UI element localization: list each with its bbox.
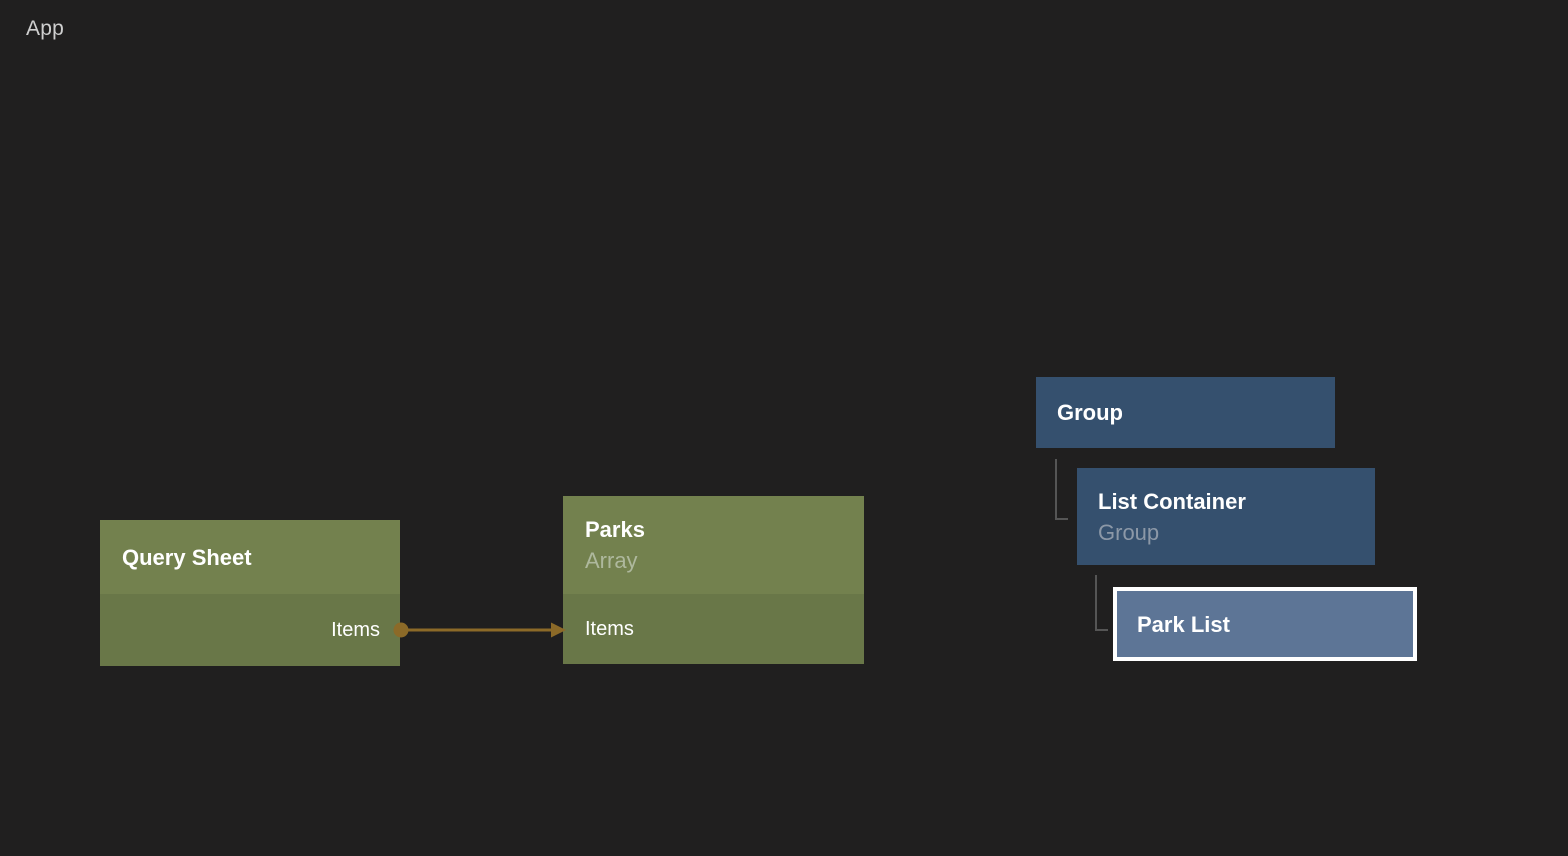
port-label: Items: [585, 617, 634, 640]
node-title: Parks: [585, 517, 645, 542]
node-subtitle: Array: [585, 548, 638, 573]
node-list-container-header: List Container Group: [1077, 468, 1375, 565]
node-subtitle: Group: [1098, 519, 1160, 545]
breadcrumb-app-label: App: [26, 17, 64, 40]
node-title: List Container: [1098, 488, 1246, 514]
node-title: Park List: [1137, 611, 1230, 637]
node-parks-header: Parks Array: [563, 496, 864, 594]
node-group[interactable]: Group: [1036, 377, 1335, 448]
node-title: Query Sheet: [122, 544, 252, 570]
node-query-sheet[interactable]: Query Sheet Items: [100, 520, 400, 666]
node-parks-body: Items: [563, 594, 864, 664]
node-query-sheet-body: Items: [100, 594, 400, 666]
tree-connector-list-container-to-park-list: [1095, 575, 1108, 631]
node-query-sheet-header: Query Sheet: [100, 520, 400, 594]
port-items-output[interactable]: Items: [100, 619, 400, 642]
port-items-input[interactable]: Items: [563, 618, 864, 641]
connection-query-sheet-items-to-parks-items[interactable]: [393, 622, 567, 638]
node-group-header: Group: [1036, 377, 1335, 448]
node-title: Group: [1057, 400, 1123, 425]
node-park-list[interactable]: Park List: [1113, 587, 1417, 661]
node-park-list-header: Park List: [1117, 591, 1413, 657]
node-list-container[interactable]: List Container Group: [1077, 468, 1375, 565]
node-parks[interactable]: Parks Array Items: [563, 496, 864, 664]
tree-connector-group-to-list-container: [1055, 459, 1068, 520]
port-label: Items: [331, 618, 380, 641]
